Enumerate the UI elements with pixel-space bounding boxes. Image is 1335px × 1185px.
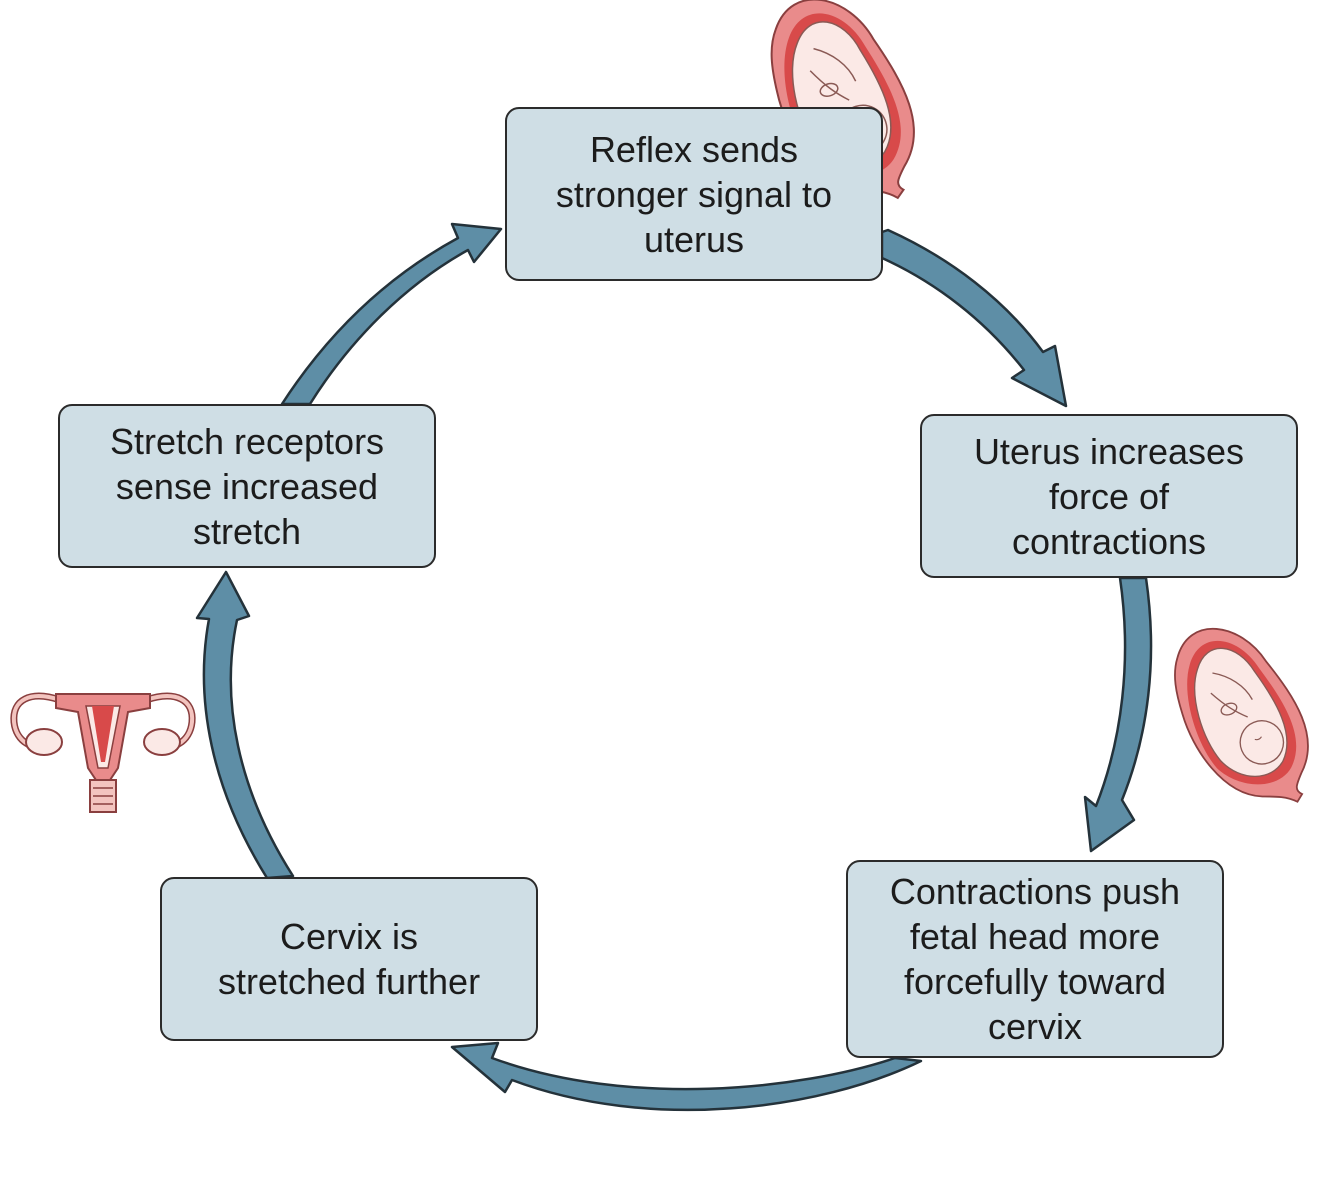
- arrow-stretch-receptors-to-reflex: [280, 222, 503, 406]
- step-text-line: Contractions push: [889, 871, 1181, 912]
- step-text-line: Stretch receptors: [109, 420, 385, 462]
- step-text-line: stretched further: [217, 961, 481, 1002]
- step-text-line: stretch: [192, 510, 302, 552]
- step-text-line: forcefully toward: [903, 961, 1167, 1002]
- step-reflex-sends-signal: Reflex sends stronger signal to uterus: [505, 107, 883, 281]
- step-text-line: fetal head more: [909, 916, 1161, 957]
- step-text-line: contractions: [1011, 520, 1207, 562]
- arrow-contractions-to-cervix: [450, 1041, 923, 1112]
- step-contractions-push-head: Contractions push fetal head more forcef…: [846, 860, 1224, 1058]
- step-cervix-stretched: Cervix is stretched further: [160, 877, 538, 1041]
- arrow-cervix-to-stretch-receptors: [195, 570, 295, 880]
- arrow-uterus-to-contractions: [1083, 576, 1153, 853]
- step-stretch-receptors-sense: Stretch receptors sense increased stretc…: [58, 404, 436, 568]
- step-text-line: stronger signal to: [555, 173, 833, 215]
- uterus-anatomy-icon: [10, 692, 196, 813]
- step-text-line: Cervix is: [279, 916, 418, 957]
- step-text-line: cervix: [987, 1006, 1082, 1047]
- step-text-line: Reflex sends: [589, 128, 799, 170]
- step-text-line: force of: [1048, 475, 1170, 517]
- step-uterus-increases-force: Uterus increases force of contractions: [920, 414, 1298, 578]
- arrow-reflex-to-uterus: [880, 228, 1068, 408]
- step-text-line: sense increased: [115, 465, 379, 507]
- fetus-in-uterus-icon: [1154, 606, 1332, 831]
- step-text-line: Uterus increases: [973, 430, 1245, 472]
- step-text-line: uterus: [643, 218, 745, 260]
